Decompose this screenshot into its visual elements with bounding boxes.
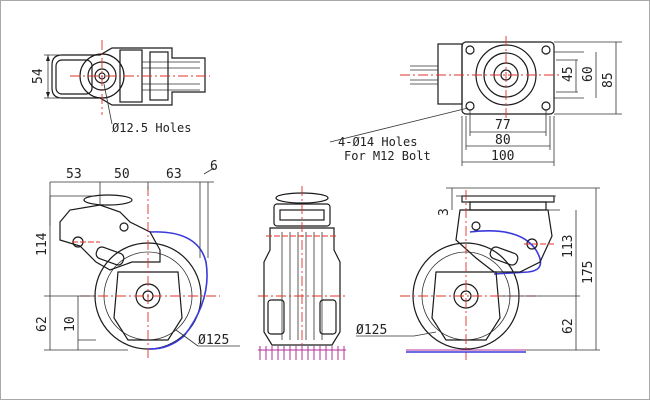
dim-175: 175 [581,261,596,284]
dim-60: 60 [581,66,596,82]
hole-note-12-5: Ø12.5 Holes [112,121,191,135]
dim-62-right: 62 [561,318,576,334]
dim-45: 45 [561,66,576,82]
side-elevation-view: 53 50 63 6 114 62 10 Ø125 [35,159,240,360]
dim-114: 114 [35,232,50,256]
dim-50: 50 [114,167,130,182]
dim-113: 113 [561,235,576,258]
hole-note-14-line1: 4-Ø14 Holes [338,135,417,149]
floor-hatch-rear [406,349,526,353]
plate-caster-side-view: 3 113 175 62 Ø125 [356,187,600,360]
dim-100: 100 [491,149,514,164]
hole-note-14-line2: For M12 Bolt [344,149,431,163]
dim-10: 10 [63,316,78,332]
dim-6: 6 [210,159,218,174]
dim-54: 54 [31,68,46,84]
dim-wheel-125-right: Ø125 [356,323,387,338]
dim-77: 77 [495,118,511,133]
dim-wheel-125-left: Ø125 [198,333,229,348]
top-left-plan-view: 54 Ø12.5 Holes [31,40,210,135]
dim-80: 80 [495,133,511,148]
top-right-plan-view: 45 60 85 77 80 100 4-Ø14 Holes For M12 B… [329,36,622,166]
dim-85: 85 [601,72,616,88]
dim-3: 3 [437,208,452,216]
dim-53: 53 [66,167,82,182]
dim-63: 63 [166,167,182,182]
front-elevation-view [258,186,346,360]
floor-hatch-front [258,346,346,360]
dim-62-left: 62 [35,316,50,332]
